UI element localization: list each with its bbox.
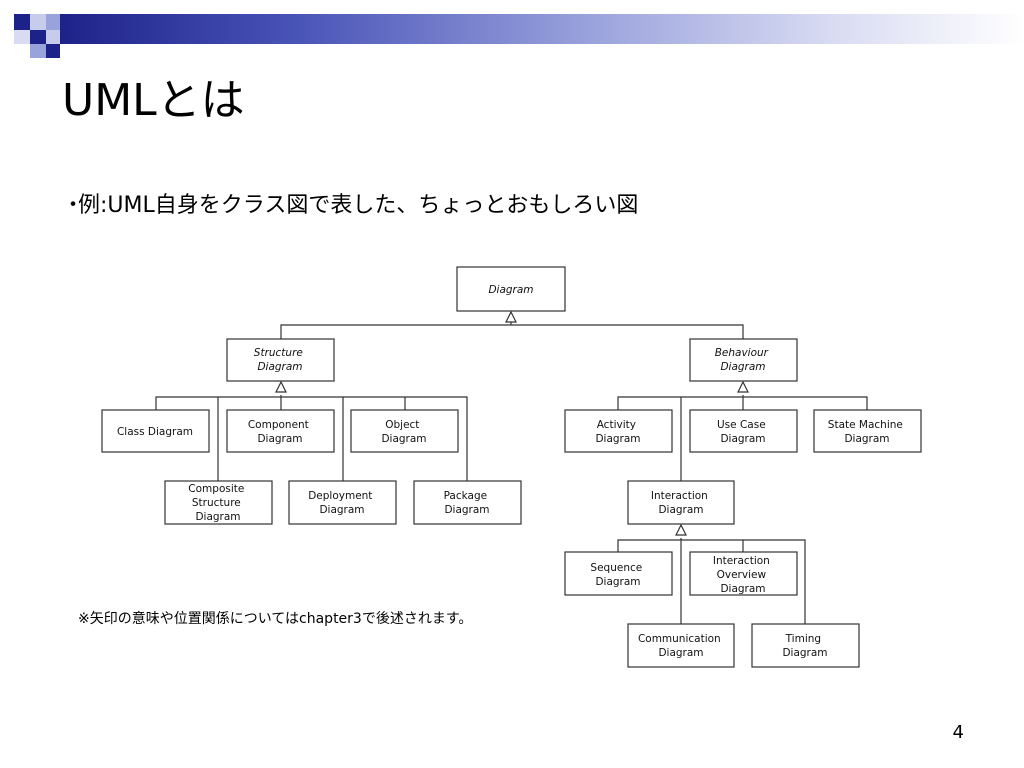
connector-lines	[155, 322, 868, 624]
svg-text:State Machine Diagram: State Machine Diagram	[828, 419, 906, 445]
node-composite-structure-diagram: Composite Structure Diagram	[164, 480, 273, 525]
node-behaviour-diagram: Behaviour Diagram	[689, 338, 798, 382]
svg-text:Structure Diagram: Structure Diagram	[254, 347, 306, 373]
svg-text:Use Case Diagram: Use Case Diagram	[717, 419, 769, 445]
node-state-machine-diagram: State Machine Diagram	[813, 409, 922, 453]
deco-square-1	[14, 14, 30, 30]
bullet-line: ・例:UML自身をクラス図で表した、ちょっとおもしろい図	[62, 187, 638, 219]
svg-text:Behaviour Diagram: Behaviour Diagram	[715, 347, 772, 373]
arrowhead-behaviour	[737, 380, 749, 393]
node-interaction-overview-diagram: Interaction Overview Diagram	[689, 551, 798, 596]
svg-text:Sequence Diagram: Sequence Diagram	[590, 562, 645, 588]
node-class-diagram: Class Diagram	[101, 409, 210, 453]
generalization-arrowheads	[275, 310, 749, 536]
node-diagram: Diagram	[456, 266, 566, 312]
svg-text:Class Diagram: Class Diagram	[117, 426, 193, 438]
footnote: ※矢印の意味や位置関係についてはchapter3で後述されます。	[78, 611, 473, 627]
deco-square-3	[46, 14, 60, 30]
svg-text:Activity Diagram: Activity Diagram	[595, 419, 640, 445]
node-deployment-diagram: Deployment Diagram	[288, 480, 397, 525]
node-diagram-label: Diagram	[488, 284, 533, 296]
svg-text:Composite Structure: Composite Structure Diagram	[188, 483, 247, 523]
svg-text:Package Diagram: Package Diagram	[444, 490, 491, 516]
node-interaction-diagram: Interaction Diagram	[627, 480, 735, 525]
deco-square-8	[46, 44, 60, 58]
deco-square-7	[30, 44, 46, 58]
node-object-diagram: Object Diagram	[350, 409, 459, 453]
page-number: 4	[952, 722, 964, 743]
svg-text:Deployment Diagram: Deployment Diagram	[308, 490, 376, 516]
svg-text:Interaction Overview: Interaction Overview Diagram	[713, 555, 773, 595]
deco-square-2	[30, 14, 46, 30]
svg-text:Component Diagram: Component Diagram	[248, 419, 312, 445]
arrowhead-structure	[275, 380, 287, 393]
node-communication-diagram: Communication Diagram	[627, 623, 735, 668]
deco-square-4	[30, 30, 46, 44]
arrowhead-diagram	[505, 310, 517, 323]
node-package-diagram: Package Diagram	[413, 480, 522, 525]
bullet-text: 例:UML自身をクラス図で表した、ちょっとおもしろい図	[78, 193, 639, 218]
svg-text:Timing Diagram: Timing Diagram	[782, 633, 827, 659]
node-sequence-diagram: Sequence Diagram	[564, 551, 673, 596]
node-activity-diagram: Activity Diagram	[564, 409, 673, 453]
deco-square-6	[46, 30, 60, 44]
arrowhead-interaction	[675, 523, 687, 536]
node-timing-diagram: Timing Diagram	[751, 623, 860, 668]
svg-text:Interaction Diagram: Interaction Diagram	[651, 490, 711, 516]
deco-square-5	[14, 30, 30, 44]
node-component-diagram: Component Diagram	[226, 409, 335, 453]
svg-text:Communication Diagram: Communication Diagram	[638, 633, 724, 659]
title-banner-bar	[60, 14, 1024, 44]
node-structure-diagram: Structure Diagram	[226, 338, 335, 382]
node-use-case-diagram: Use Case Diagram	[689, 409, 798, 453]
svg-text:Object Diagram: Object Diagram	[381, 419, 426, 445]
slide-title: UMLとは	[62, 75, 245, 126]
